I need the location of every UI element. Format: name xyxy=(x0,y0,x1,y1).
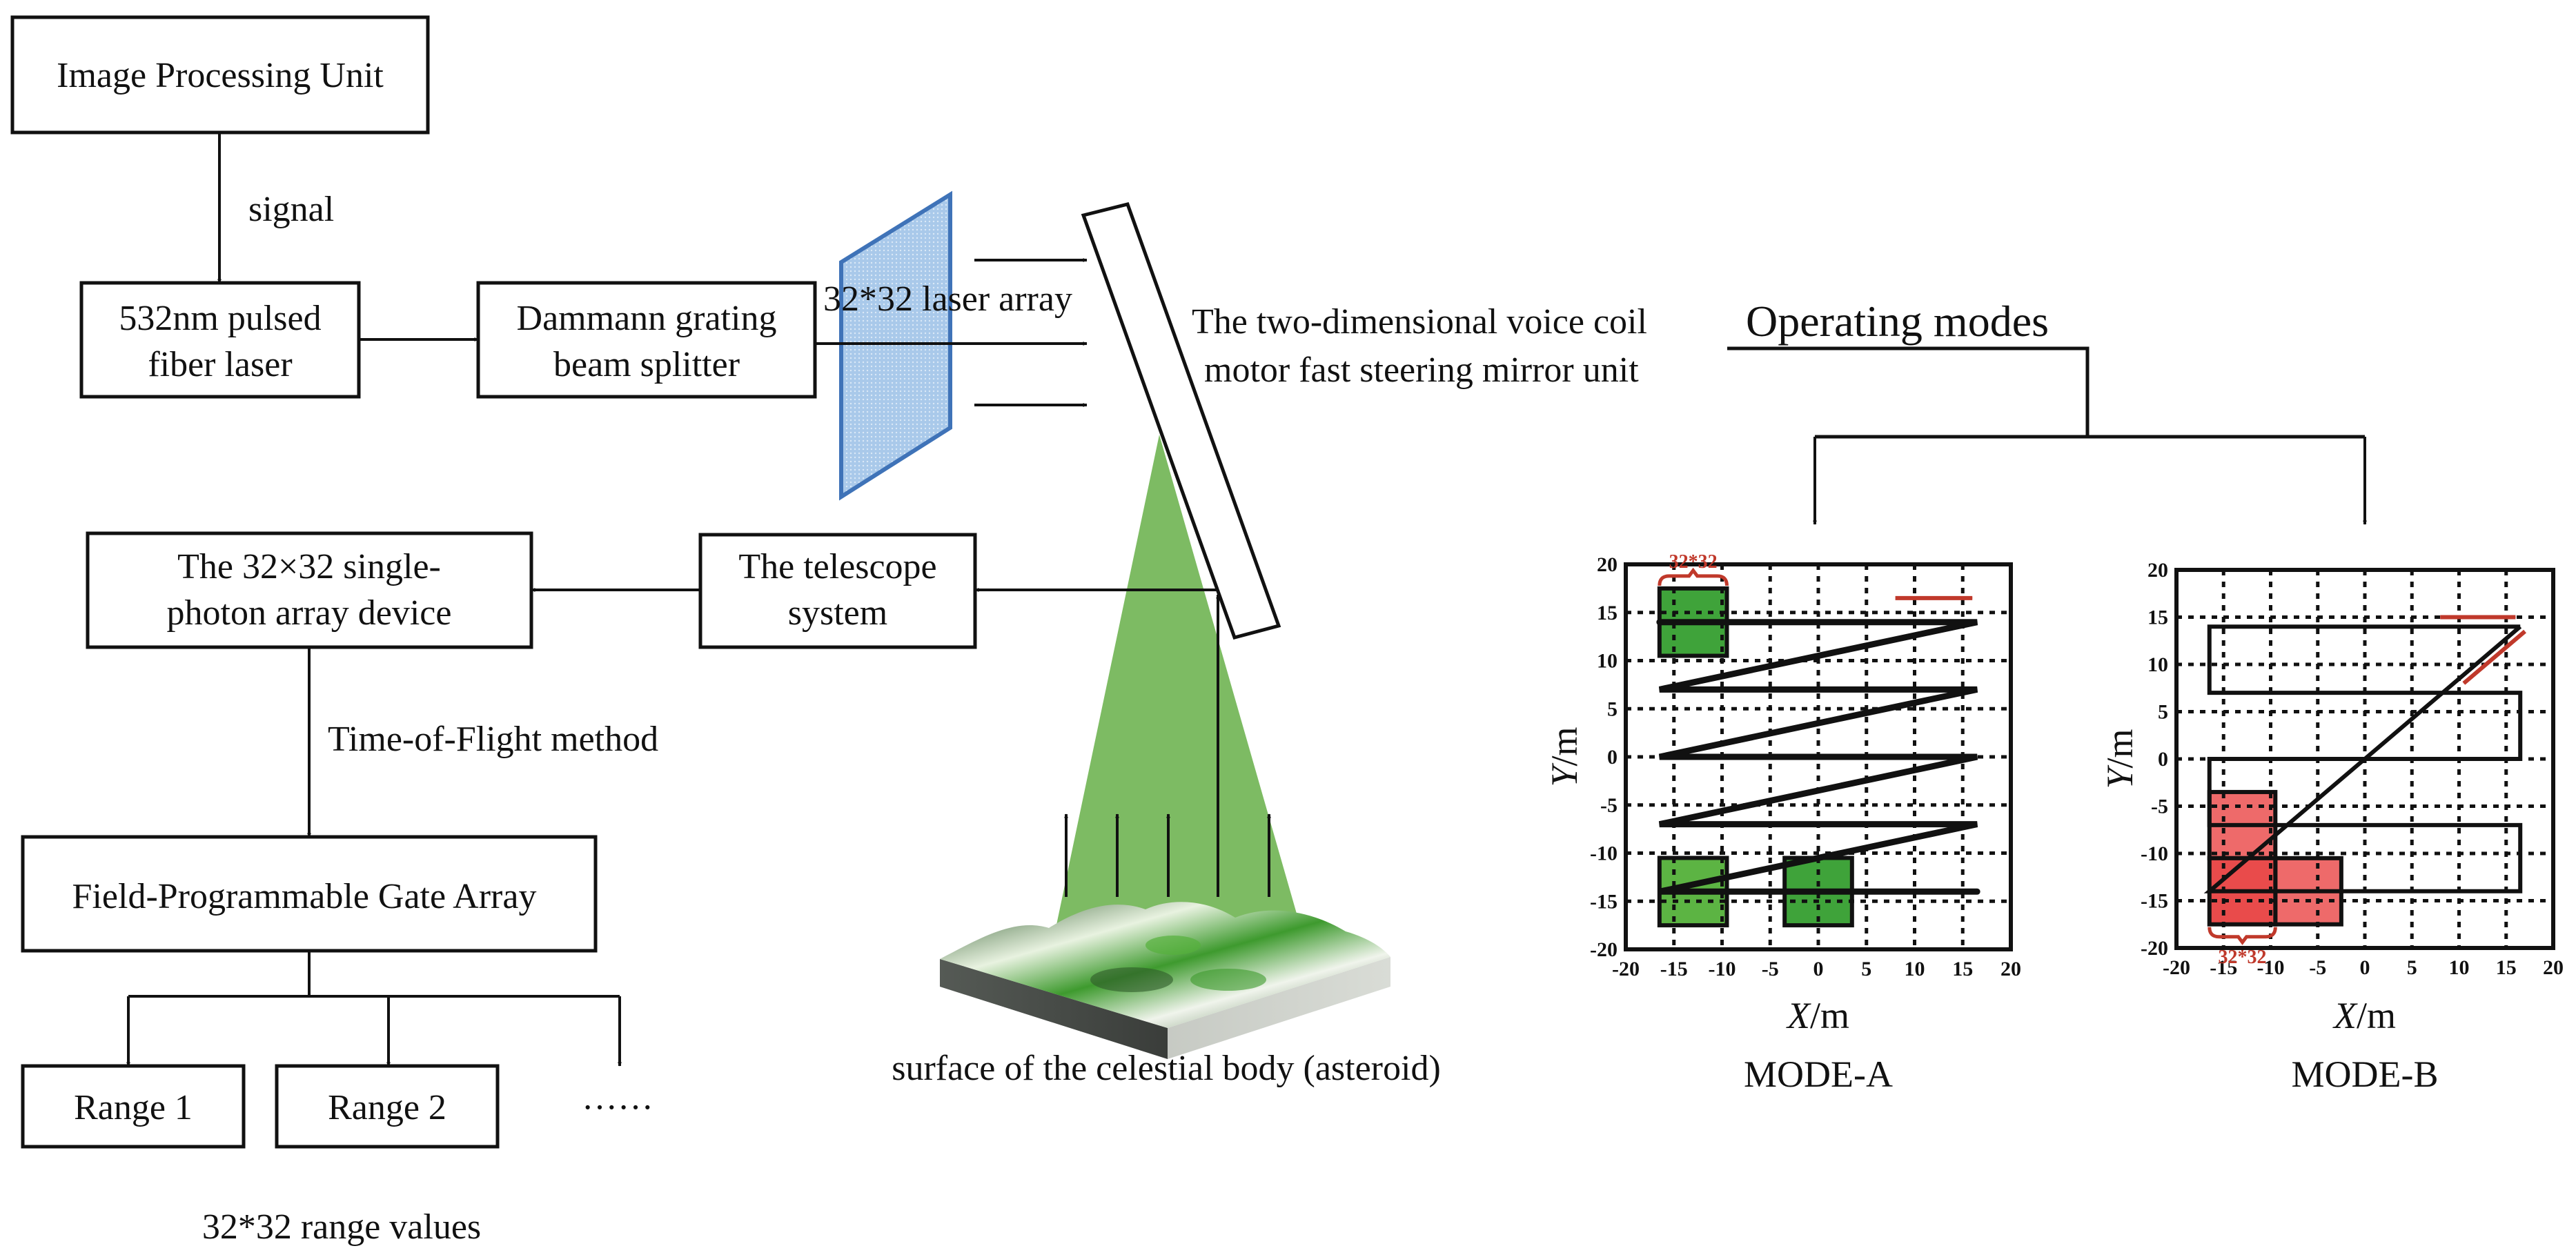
mode-b-ytick-label: -20 xyxy=(2141,937,2168,960)
fpga-label: Field-Programmable Gate Array xyxy=(72,877,537,916)
mode-a-scan-path xyxy=(1656,619,1980,895)
signal-label: signal xyxy=(248,190,334,229)
mode-a-xtick-label: 10 xyxy=(1905,958,1925,980)
mirror-label-line2: motor fast steering mirror unit xyxy=(1204,350,1639,390)
dammann-label-line2: beam splitter xyxy=(553,345,740,384)
mode-b-xtick-label: -10 xyxy=(2257,956,2285,979)
mode-b-xtick-label: 10 xyxy=(2449,956,2470,979)
mode-b-xtick-label: -5 xyxy=(2309,956,2326,979)
mode-b-ytick-label: -5 xyxy=(2151,796,2168,818)
mode-a-xtick-label: -10 xyxy=(1709,958,1736,980)
mode-a-frame xyxy=(1624,562,2013,951)
tof-label: Time-of-Flight method xyxy=(328,720,658,759)
mode-b-xtick-label: 20 xyxy=(2543,956,2564,979)
range2-label: Range 2 xyxy=(328,1088,446,1127)
mode-a-ytick-label: -5 xyxy=(1600,794,1618,817)
laser-array-label: 32*32 laser array xyxy=(823,279,1072,319)
illumination-cone xyxy=(1056,435,1301,928)
mode-b-ytick-label: -15 xyxy=(2141,890,2168,913)
mode-a-xtick-label: 0 xyxy=(1813,958,1824,980)
mode-a-yaxis-label: Y/m xyxy=(1544,727,1585,787)
mode-b-title: MODE-B xyxy=(2292,1054,2439,1095)
mode-a-xtick-label: 15 xyxy=(1952,958,1973,980)
range-ellipsis: ······ xyxy=(582,1088,653,1127)
mirror-label-line1: The two-dimensional voice coil xyxy=(1192,302,1647,342)
mode-b-xtick-label: -20 xyxy=(2163,956,2190,979)
range1-label: Range 1 xyxy=(74,1088,193,1127)
surface-caption: surface of the celestial body (asteroid) xyxy=(892,1049,1441,1088)
range-values-caption: 32*32 range values xyxy=(202,1207,481,1247)
mode-a-xtick-label: 20 xyxy=(2000,958,2021,980)
mode-a-footprint-size-label: 32*32 xyxy=(1669,551,1718,573)
image-processing-unit-label: Image Processing Unit xyxy=(57,56,384,95)
operating-modes-label: Operating modes xyxy=(1746,297,2049,346)
mode-a-ytick-label: -15 xyxy=(1590,890,1618,913)
mode-b-frame xyxy=(2174,568,2555,950)
dammann-grating-block: Dammann grating beam splitter xyxy=(476,281,817,399)
telescope-block: The telescope system xyxy=(698,533,977,649)
mode-b-ytick-label: 10 xyxy=(2147,653,2168,676)
fpga-block: Field-Programmable Gate Array xyxy=(21,835,598,953)
mode-a-xaxis-label: X/m xyxy=(1786,995,1849,1036)
asteroid-surface-icon xyxy=(940,902,1390,1059)
mode-b-direction-arrow-2 xyxy=(2462,629,2526,685)
mode-a-ytick-label: 10 xyxy=(1597,650,1618,673)
mode-a-ytick-label: -10 xyxy=(1590,842,1618,865)
mode-b-footprint-size-label: 32*32 xyxy=(2219,947,2267,968)
mode-a-ytick-label: -20 xyxy=(1590,938,1618,961)
mode-a-title: MODE-A xyxy=(1744,1054,1893,1095)
mode-b-xtick-label: 15 xyxy=(2496,956,2517,979)
telescope-label-line2: system xyxy=(788,593,887,633)
dammann-label-line1: Dammann grating xyxy=(517,299,777,338)
mode-a-ytick-label: 0 xyxy=(1607,746,1618,769)
steering-mirror-icon xyxy=(1081,202,1281,640)
mode-b-ytick-label: 0 xyxy=(2158,748,2168,771)
mode-a-xtick-label: -5 xyxy=(1762,958,1779,980)
mode-b-xtick-label: -15 xyxy=(2210,956,2237,979)
telescope-label-line1: The telescope xyxy=(738,547,936,586)
mode-b-xtick-label: 5 xyxy=(2407,956,2417,979)
mode-b-ytick-label: 15 xyxy=(2147,606,2168,629)
mode-b-footprint-brace xyxy=(2208,927,2277,945)
spad-label-line1: The 32×32 single- xyxy=(177,547,441,586)
mode-a-xtick-label: -20 xyxy=(1612,958,1640,980)
pulsed-fiber-laser-block: 532nm pulsed fiber laser xyxy=(79,281,361,399)
mode-a-ytick-label: 15 xyxy=(1597,602,1618,624)
single-photon-array-block: The 32×32 single- photon array device xyxy=(86,531,533,649)
mode-b-plot: -20 -15 -10 -5 0 5 10 15 20 20 15 10 5 0 -5 -10 -15 -20 32… xyxy=(2099,559,2564,1095)
mode-a-footprint-brace xyxy=(1658,567,1729,586)
mode-a-plot: -20 -15 -10 -5 0 5 10 15 20 20 15 10 5 0 -5 -10 -15 -20 32… xyxy=(1544,551,2021,1095)
mode-b-xtick-label: 0 xyxy=(2360,956,2370,979)
mode-b-xaxis-label: X/m xyxy=(2332,995,2396,1036)
laser-label-line1: 532nm pulsed xyxy=(119,299,321,338)
range1-block: Range 1 xyxy=(21,1064,246,1149)
mode-a-ytick-label: 20 xyxy=(1597,553,1618,576)
laser-label-line2: fiber laser xyxy=(148,345,292,384)
mode-b-ytick-label: -10 xyxy=(2141,842,2168,865)
mode-b-scan-path xyxy=(2203,624,2523,893)
mode-b-yaxis-label: Y/m xyxy=(2099,729,2141,789)
range2-block: Range 2 xyxy=(275,1064,500,1149)
mode-b-ytick-label: 5 xyxy=(2158,701,2168,724)
modes-connector xyxy=(1727,346,2090,437)
mode-a-xtick-label: 5 xyxy=(1861,958,1871,980)
mode-a-xtick-label: -15 xyxy=(1660,958,1688,980)
mode-a-ytick-label: 5 xyxy=(1607,698,1618,720)
image-processing-unit-block: Image Processing Unit xyxy=(10,15,430,135)
grating-plate-icon xyxy=(839,190,952,501)
spad-label-line2: photon array device xyxy=(167,593,452,633)
mode-b-ytick-label: 20 xyxy=(2147,559,2168,582)
